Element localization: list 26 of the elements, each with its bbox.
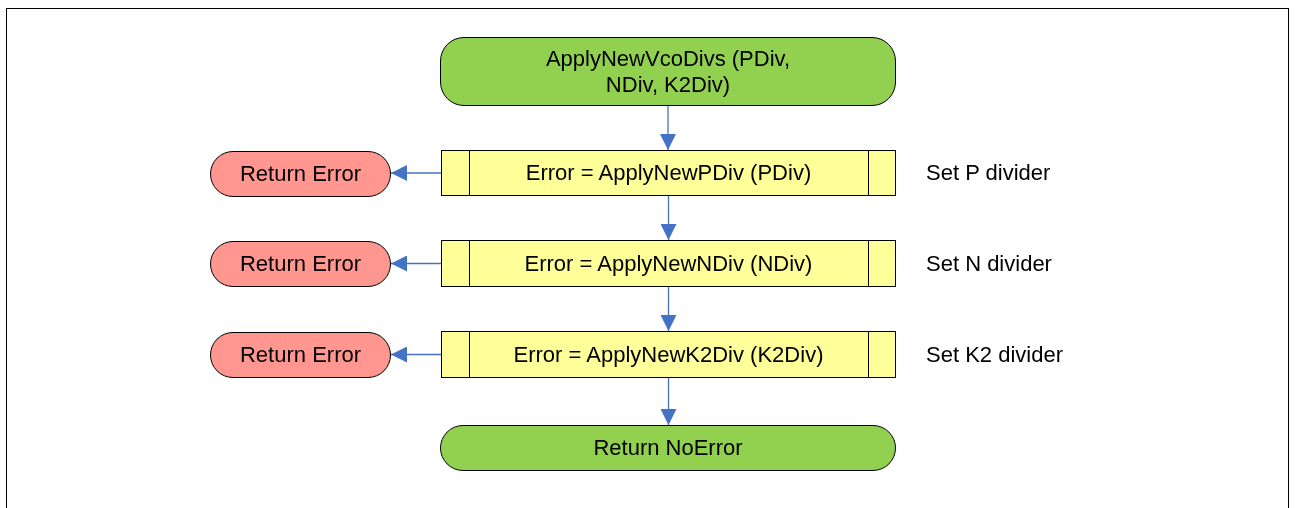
process-box [441, 150, 896, 196]
node-text: Return Error [239, 161, 363, 187]
side-note: Set P divider [926, 160, 1051, 186]
terminal-pill [440, 37, 896, 106]
node-text: Error = ApplyNewK2Div (K2Div) [512, 341, 825, 368]
arrow [390, 255, 442, 272]
node-text: ApplyNewVcoDivs (PDiv, NDiv, K2Div) [544, 45, 792, 98]
arrow [660, 105, 676, 151]
node-text: Return Error [239, 251, 363, 277]
arrow [660, 195, 677, 241]
node-text: Return NoError [593, 435, 743, 461]
arrow [390, 165, 442, 181]
terminal-pill [440, 425, 896, 471]
node-text: Error = ApplyNewNDiv (NDiv) [523, 250, 814, 277]
arrow [660, 286, 677, 332]
side-note: Set K2 divider [926, 341, 1063, 368]
node-text: Error = ApplyNewPDiv (PDiv) [524, 160, 813, 186]
arrow [660, 377, 677, 426]
arrow [390, 346, 442, 363]
error-terminal [210, 151, 391, 197]
process-box [441, 331, 896, 378]
node-text: Return Error [239, 342, 363, 368]
error-terminal [210, 241, 391, 287]
error-terminal [210, 332, 391, 378]
process-box [441, 240, 896, 287]
side-note: Set N divider [926, 250, 1052, 277]
